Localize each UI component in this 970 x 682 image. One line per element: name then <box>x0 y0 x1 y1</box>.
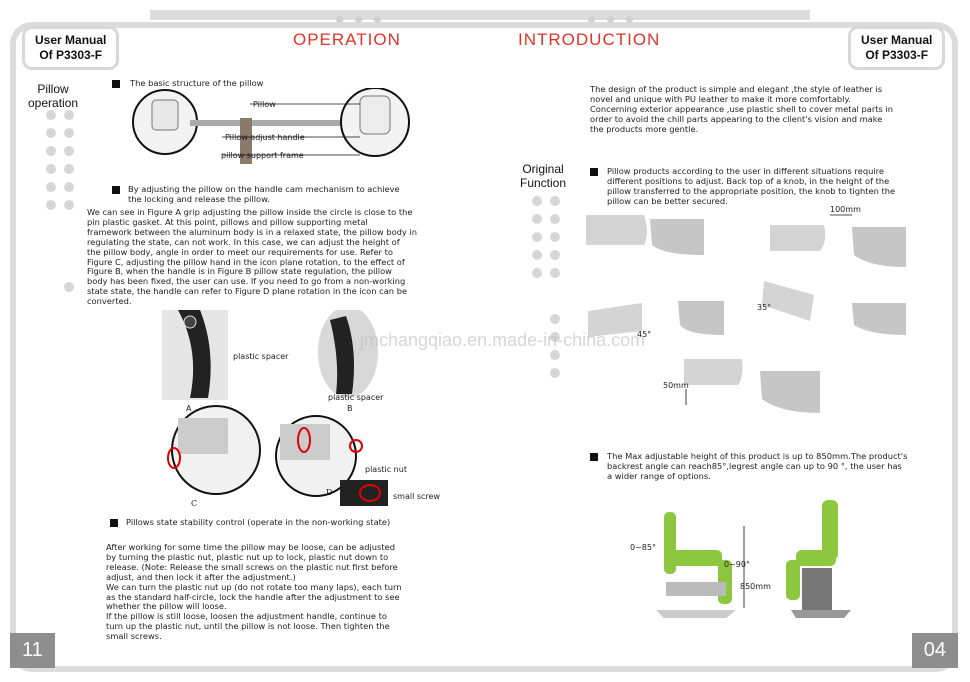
bullet-1 <box>112 80 120 88</box>
bullet-3 <box>110 519 118 527</box>
left-section1-title: The basic structure of the pillow <box>130 78 264 88</box>
label-100mm: 100mm <box>830 205 861 214</box>
pillow-adjust-figures <box>162 310 388 506</box>
left-dot-grid <box>46 110 74 210</box>
right-page-number: 04 <box>911 633 958 668</box>
label-figure-c: C <box>191 499 198 508</box>
left-section2-title: By adjusting the pillow on the handle ca… <box>128 184 400 204</box>
chair-figure <box>656 500 851 618</box>
right-section2-text: The Max adjustable height of this produc… <box>607 451 908 481</box>
label-35deg: 35° <box>757 303 772 312</box>
label-plastic-nut: plastic nut <box>365 465 407 474</box>
label-pillow: Pillow <box>253 100 276 109</box>
left-tab-line2: Of P3303-F <box>39 48 103 62</box>
label-pillow-support-frame: pillow support frame <box>221 151 304 160</box>
label-plastic-spacer-b: plastic spacer <box>328 393 384 402</box>
pillow-positions-figure <box>586 214 906 413</box>
label-figure-a: A <box>186 404 192 413</box>
right-tab-line1: User Manual <box>861 33 933 47</box>
top-dots-left <box>336 16 381 23</box>
label-45deg: 45° <box>637 330 652 339</box>
left-tab-line1: User Manual <box>35 33 107 47</box>
right-dot-c <box>550 350 560 360</box>
right-dot-grid <box>532 196 560 278</box>
right-dot-d <box>550 368 560 378</box>
label-50mm: 50mm <box>663 381 689 390</box>
right-intro: The design of the product is simple and … <box>590 84 894 134</box>
left-dot-extra <box>64 282 74 292</box>
top-bar <box>150 10 810 20</box>
bullet-5 <box>590 453 598 461</box>
label-figure-d: D <box>326 488 333 497</box>
watermark: jmchangqiao.en.made-in-china.com <box>360 330 646 350</box>
label-backrest-angle: 0~85° <box>630 543 656 552</box>
left-side-label: Pillow operation <box>28 82 79 110</box>
right-dot-b <box>550 332 560 342</box>
top-dots-right <box>588 16 633 23</box>
left-page-number: 11 <box>10 633 55 668</box>
left-body2: After working for some time the pillow m… <box>106 542 402 642</box>
right-section1-text: Pillow products according to the user in… <box>607 166 896 206</box>
pillow-structure-figure <box>132 88 410 164</box>
right-tab-line2: Of P3303-F <box>865 48 929 62</box>
bullet-4 <box>590 168 598 176</box>
left-manual-tab: User Manual Of P3303-F <box>22 26 120 70</box>
bullet-2 <box>112 186 120 194</box>
label-max-height: 850mm <box>740 582 771 591</box>
right-heading: INTRODUCTION <box>518 30 661 49</box>
left-section3-title: Pillows state stability control (operate… <box>126 517 391 527</box>
label-legrest-angle: 0~90° <box>724 560 750 569</box>
page-frame <box>10 22 958 672</box>
left-heading: OPERATION <box>293 30 401 49</box>
right-manual-tab: User Manual Of P3303-F <box>848 26 946 70</box>
label-small-screw: small screw <box>393 492 440 501</box>
label-figure-b: B <box>347 404 353 413</box>
right-side-label: Original Function <box>520 162 567 190</box>
label-plastic-spacer-a: plastic spacer <box>233 352 289 361</box>
left-body1: We can see in Figure A grip adjusting th… <box>87 207 418 307</box>
right-dot-a <box>550 314 560 324</box>
label-pillow-adjust-handle: Pillow adjust handle <box>225 133 305 142</box>
